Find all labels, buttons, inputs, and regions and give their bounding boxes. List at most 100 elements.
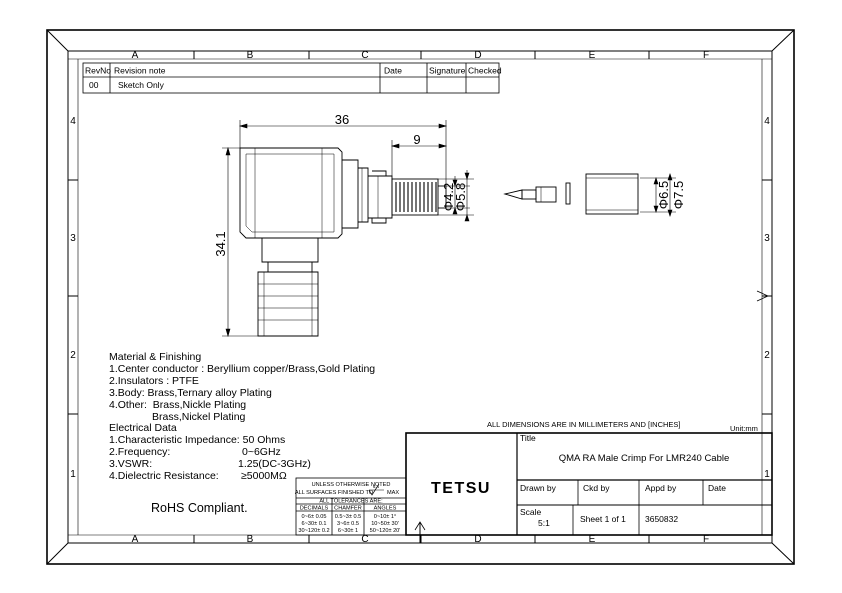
row-label-right: 4	[764, 116, 770, 127]
tolerance-line2: ALL SURFACES FINISHED TO	[295, 490, 374, 496]
tolerance-line3: ALL TOLERANCES ARE:	[319, 499, 383, 505]
column-label-top: E	[589, 50, 596, 61]
date-label: Date	[708, 483, 726, 493]
dimension-overall-length: 36	[335, 112, 349, 127]
tolerance-line1: UNLESS OTHERWISE NOTED	[312, 482, 391, 488]
tolerance-cell: 3~6± 0.5	[337, 521, 359, 527]
crimp-sleeve	[585, 173, 639, 215]
spec-other-label: 4.Other:	[109, 398, 147, 411]
rev-no-cell: 00	[89, 80, 99, 90]
tolerance-cell: 6~30± 1	[338, 528, 358, 534]
tolerance-cell: 0.5~3± 0.5	[335, 514, 362, 520]
exploded-parts	[503, 173, 639, 215]
spec-insulators: 2.Insulators : PTFE	[109, 374, 199, 387]
tolerance-cell: 50~120± 20'	[370, 528, 401, 534]
part-number: 3650832	[645, 514, 678, 524]
dimension-sleeve-inner-diameter: Φ6.5	[656, 181, 671, 209]
tolerance-header-chamfer: CHAMFER	[334, 506, 362, 512]
spec-dielectric-label: 4.Dielectric Resistance:	[109, 470, 219, 483]
company-name: TETSU	[431, 480, 491, 497]
tolerance-cell: 0~10± 1°	[374, 514, 397, 520]
dimension-lines	[222, 120, 676, 338]
contact-pin-body	[521, 189, 537, 200]
column-label-bottom: B	[247, 534, 254, 545]
revision-note-header: Revision note	[114, 66, 166, 76]
title-block: Title QMA RA Male Crimp For LMR240 Cable…	[405, 432, 773, 536]
scale-value: 5:1	[538, 518, 550, 528]
tolerance-block: UNLESS OTHERWISE NOTED ALL SURFACES FINI…	[295, 477, 407, 536]
spec-other-line1: Brass,Nickle Plating	[152, 398, 247, 411]
column-label-bottom: D	[474, 534, 481, 545]
spec-vswr: 3.VSWR:1.25(DC-3GHz)	[109, 458, 375, 471]
row-label-right: 1	[764, 469, 770, 480]
connector-side-view	[239, 147, 447, 337]
row-label-right: 3	[764, 233, 770, 244]
column-label-top: A	[132, 50, 139, 61]
spec-impedance: 1.Characteristic Impedance: 50 Ohms	[109, 434, 286, 447]
revision-table: RevNo Revision note Date Signature Check…	[82, 62, 502, 94]
dimension-sleeve-outer-diameter: Φ7.5	[671, 181, 686, 209]
revision-note-cell: Sketch Only	[118, 80, 165, 90]
column-label-bottom: A	[132, 534, 139, 545]
appd-by-label: Appd by	[645, 483, 677, 493]
spec-center-conductor: 1.Center conductor : Beryllium copper/Br…	[109, 362, 376, 375]
row-label-left: 1	[70, 469, 76, 480]
spec-frequency-value: 0~6GHz	[242, 446, 281, 459]
column-label-top: C	[361, 50, 368, 61]
contact-pin-tip	[503, 189, 523, 200]
rohs-note: RoHS Compliant.	[151, 501, 248, 515]
column-label-top: B	[247, 50, 254, 61]
surface-finish-value: 6.4	[373, 484, 380, 489]
column-label-bottom: C	[361, 534, 368, 545]
column-label-bottom: F	[703, 534, 709, 545]
row-label-right: 2	[764, 350, 770, 361]
dimension-overall-height: 34.1	[213, 231, 228, 256]
spec-frequency-label: 2.Frequency:	[109, 446, 171, 459]
contact-pin-barrel	[535, 186, 557, 203]
row-label-left: 3	[70, 233, 76, 244]
tolerance-cell: 30~120± 0.2	[298, 528, 329, 534]
drawing-title: QMA RA Male Crimp For LMR240 Cable	[559, 453, 730, 464]
dimension-rear-length: 9	[413, 132, 420, 147]
washer	[565, 182, 571, 205]
ckd-by-label: Ckd by	[583, 483, 610, 493]
spec-other: 4.Other: Brass,Nickle Plating	[109, 398, 375, 412]
scale-label: Scale	[520, 507, 542, 517]
tolerance-cell: 0~6± 0.05	[302, 514, 327, 520]
grid-labels: A B C D E F A B C D E F 4 3 2 1 4 3 2 1	[70, 50, 770, 545]
column-label-top: F	[703, 50, 709, 61]
dimension-note: ALL DIMENSIONS ARE IN MILLIMETERS AND [I…	[487, 420, 758, 433]
units-note: ALL DIMENSIONS ARE IN MILLIMETERS AND [I…	[487, 420, 681, 429]
spec-dielectric: 4.Dielectric Resistance:≥5000MΩ	[109, 470, 375, 483]
dimension-crimp-diameter: Φ4.2	[441, 183, 456, 211]
surface-finish-max: MAX	[387, 490, 399, 496]
tolerance-cell: 10~50± 30'	[371, 521, 399, 527]
row-label-left: 2	[70, 350, 76, 361]
checked-header: Checked	[468, 66, 502, 76]
column-label-top: D	[474, 50, 481, 61]
title-label: Title	[520, 433, 536, 443]
knurl-hatch	[395, 182, 437, 212]
material-heading: Material & Finishing	[109, 351, 202, 363]
unit-mm-note: Unit:mm	[730, 424, 758, 433]
tolerance-cell: 6~30± 0.1	[302, 521, 327, 527]
spec-other-line2-text: Brass,Nickel Plating	[152, 410, 246, 423]
spec-body: 3.Body: Brass,Ternary alloy Plating	[109, 386, 272, 399]
tolerance-header-angles: ANGLES	[374, 506, 397, 512]
rev-no-header: RevNo	[85, 66, 111, 76]
electrical-heading: Electrical Data	[109, 422, 177, 435]
sheet-number: Sheet 1 of 1	[580, 514, 626, 524]
tolerance-header-decimals: DECIMALS	[300, 506, 329, 512]
signature-header: Signature	[429, 66, 466, 76]
spec-other-line2: Brass,Nickel Plating	[109, 410, 375, 424]
drawn-by-label: Drawn by	[520, 483, 557, 493]
spec-vswr-label: 3.VSWR:	[109, 458, 153, 471]
material-spec-block: Material & Finishing 1.Center conductor …	[109, 351, 376, 483]
column-label-bottom: E	[589, 534, 596, 545]
border-frame	[46, 29, 795, 565]
dimension-ferrule-diameter: Φ5.8	[453, 183, 468, 211]
row-label-left: 4	[70, 116, 76, 127]
date-header: Date	[384, 66, 402, 76]
dimension-labels: 36 9 Φ4.2 Φ5.8 34.1 Φ6.5 Φ7.5	[213, 112, 686, 257]
